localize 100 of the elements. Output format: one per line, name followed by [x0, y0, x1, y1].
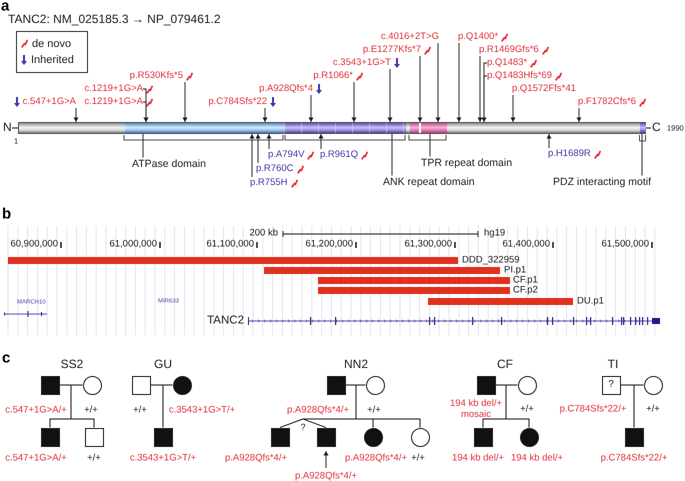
arrow — [182, 82, 188, 122]
arrow — [482, 76, 488, 122]
variant-label: c.1219+1G>A — [84, 96, 143, 108]
figure-title: TANC2: NM_025185.3 → NP_079461.2 — [8, 12, 221, 26]
male-symbol — [154, 428, 172, 446]
arrow — [256, 134, 260, 164]
female-symbol — [366, 376, 384, 394]
male-symbol — [40, 376, 60, 394]
variant-label: p.H1689R — [548, 148, 591, 160]
domain-segment — [640, 123, 646, 133]
panel-letter: a — [1, 0, 10, 14]
female-symbol — [644, 376, 662, 394]
male-symbol — [84, 428, 104, 446]
coordinate-label: 61,500,000 — [601, 240, 649, 250]
pedigree-line — [162, 384, 173, 428]
cnv-label: DDD_322959 — [462, 256, 520, 266]
genotype-label: +/+ — [133, 404, 147, 416]
male-symbol — [40, 428, 60, 446]
arrow — [250, 134, 254, 178]
cnv-label: PI.p1 — [504, 266, 526, 276]
scale-label: hg19 — [484, 228, 506, 240]
coordinate-label: 61,400,000 — [502, 240, 550, 250]
arrow — [352, 82, 356, 122]
variant-label: p.R755H — [250, 177, 288, 189]
male-symbol — [474, 428, 492, 446]
domain-label: ATPase domain — [132, 158, 206, 170]
pedigree-line — [634, 384, 644, 428]
variant-label: p.R1066* — [313, 70, 353, 82]
legend-label: de novo — [32, 38, 72, 50]
arrow — [308, 94, 314, 122]
arrow — [546, 134, 552, 148]
arrow — [510, 94, 516, 122]
variant-label: c.3543+1G>T — [332, 57, 391, 69]
female-symbol — [82, 376, 102, 394]
female-symbol — [364, 428, 382, 446]
variant-label: p.Q1483* — [487, 57, 528, 69]
variant-label: p.Q1483Hfs*69 — [487, 70, 552, 82]
variant-label: p.R1469Gfs*6 — [479, 44, 539, 56]
male-symbol — [270, 428, 290, 446]
panel-letter: c — [2, 349, 10, 367]
leader-line — [142, 134, 144, 158]
family-label: CF — [497, 358, 513, 372]
arrow — [478, 56, 482, 122]
legend-label: Inherited — [31, 54, 74, 66]
arrow — [318, 134, 324, 150]
arrow — [436, 42, 440, 122]
genotype-label: p.A928Qfs*4/+ — [344, 452, 408, 464]
terminus-label: N — [3, 121, 12, 135]
variant-label: p.R530Kfs*5 — [130, 70, 183, 82]
domain-label: ANK repeat domain — [383, 176, 475, 188]
male-symbol — [624, 428, 644, 446]
variant-label: p.R961Q — [320, 149, 358, 161]
variant-label: p.C784Sfs*22 — [208, 96, 267, 108]
variant-label: c.547+1G>A — [22, 96, 76, 108]
domain-segment — [284, 123, 406, 133]
family-label: TI — [608, 358, 618, 372]
domain-segment — [125, 123, 284, 133]
terminus-label: C — [652, 121, 661, 135]
genotype-label: +/+ — [646, 404, 660, 414]
arrow — [456, 42, 462, 122]
panel-letter: b — [2, 205, 12, 223]
genotype-label: p.C784Sfs*22/+ — [560, 404, 626, 414]
arrow — [142, 102, 148, 122]
scale-label: 200 kb — [249, 228, 278, 240]
genotype-label: +/+ — [367, 404, 381, 416]
male-symbol — [326, 376, 346, 394]
genotype-label: c.547+1G>A/+ — [5, 404, 67, 416]
arrow — [388, 68, 392, 122]
question-mark: ? — [300, 422, 306, 432]
domain-segment — [410, 123, 447, 133]
genotype-label: +/+ — [84, 404, 98, 416]
male-symbol — [132, 376, 150, 394]
genotype-label: p.C784Sfs*22/+ — [600, 452, 668, 464]
protein-bar — [18, 122, 646, 134]
male-symbol — [476, 376, 496, 394]
arrow — [418, 56, 422, 122]
family-label: GU — [154, 358, 172, 372]
genotype-label: p.A928Qfs*4/+ — [294, 470, 358, 481]
variant-label: p.A794V — [268, 149, 304, 161]
domain-label: PDZ interacting motif — [553, 176, 652, 188]
coordinate-label: 61,300,000 — [404, 240, 452, 250]
arrow — [266, 134, 272, 150]
coordinate-label: 61,200,000 — [305, 240, 353, 250]
genotype-label: 194 kb del/+ mosaic — [448, 398, 504, 420]
cnv-label: CF.p2 — [513, 286, 538, 296]
male-symbol — [316, 428, 336, 446]
genotype-label: c.3543+1G>T/+ — [130, 452, 196, 464]
genotype-label: c.547+1G>A/+ — [5, 452, 67, 464]
domain-label: TPR repeat domain — [421, 156, 512, 170]
variant-label: p.Q1572Ffs*41 — [512, 83, 576, 95]
genotype-label: +/+ — [87, 452, 101, 464]
female-symbol — [172, 376, 192, 394]
genotype-label: c.3543+1G>T/+ — [168, 404, 236, 416]
female-symbol — [410, 428, 430, 446]
genotype-label: +/+ — [520, 404, 534, 414]
variant-label: c.1219+1G>A — [84, 83, 143, 95]
variant-label: p.R760C — [256, 163, 294, 175]
family-label: NN2 — [344, 358, 368, 372]
female-symbol — [518, 376, 536, 394]
cnv-label: DU.p1 — [577, 296, 604, 308]
